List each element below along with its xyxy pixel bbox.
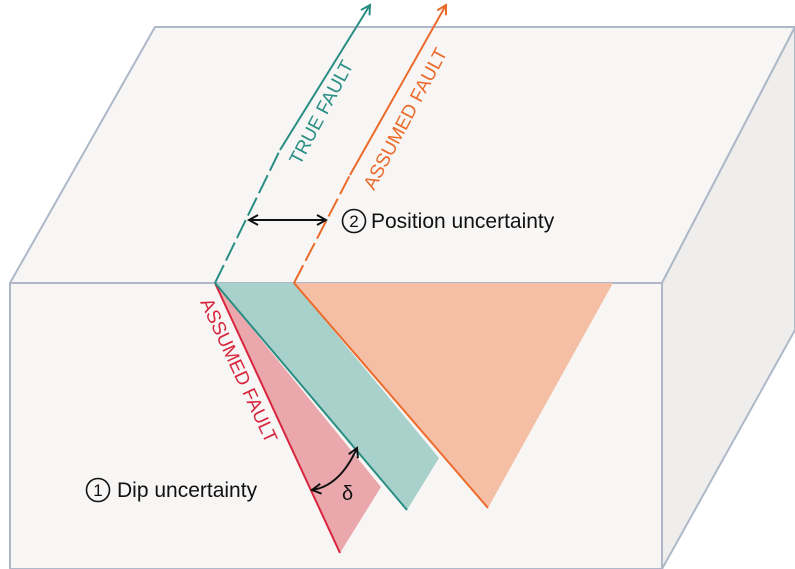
position-uncertainty-label: Position uncertainty [371, 210, 555, 233]
dip-number: 1 [93, 481, 102, 500]
true-fault-plane [215, 283, 439, 510]
assumed-fault-dip-line [214, 282, 341, 554]
dip-number-badge: 1 [85, 477, 111, 503]
assumed-fault-strike-arrow [349, 5, 446, 176]
block-top-face [9, 26, 795, 284]
dip-angle-arc [312, 448, 357, 490]
dip-uncertainty-label: Dip uncertainty [117, 479, 258, 502]
position-number-badge: 2 [341, 208, 367, 234]
assumed-fault-strike-dashed [293, 174, 351, 284]
position-number: 2 [349, 212, 358, 231]
assumed-fault-position-dip-line [293, 282, 489, 509]
assumed-fault-position-plane [294, 283, 613, 508]
true-fault-strike-arrow [279, 5, 370, 151]
dip-angle-symbol: δ [342, 483, 353, 505]
true-fault-dip-line [214, 282, 408, 511]
